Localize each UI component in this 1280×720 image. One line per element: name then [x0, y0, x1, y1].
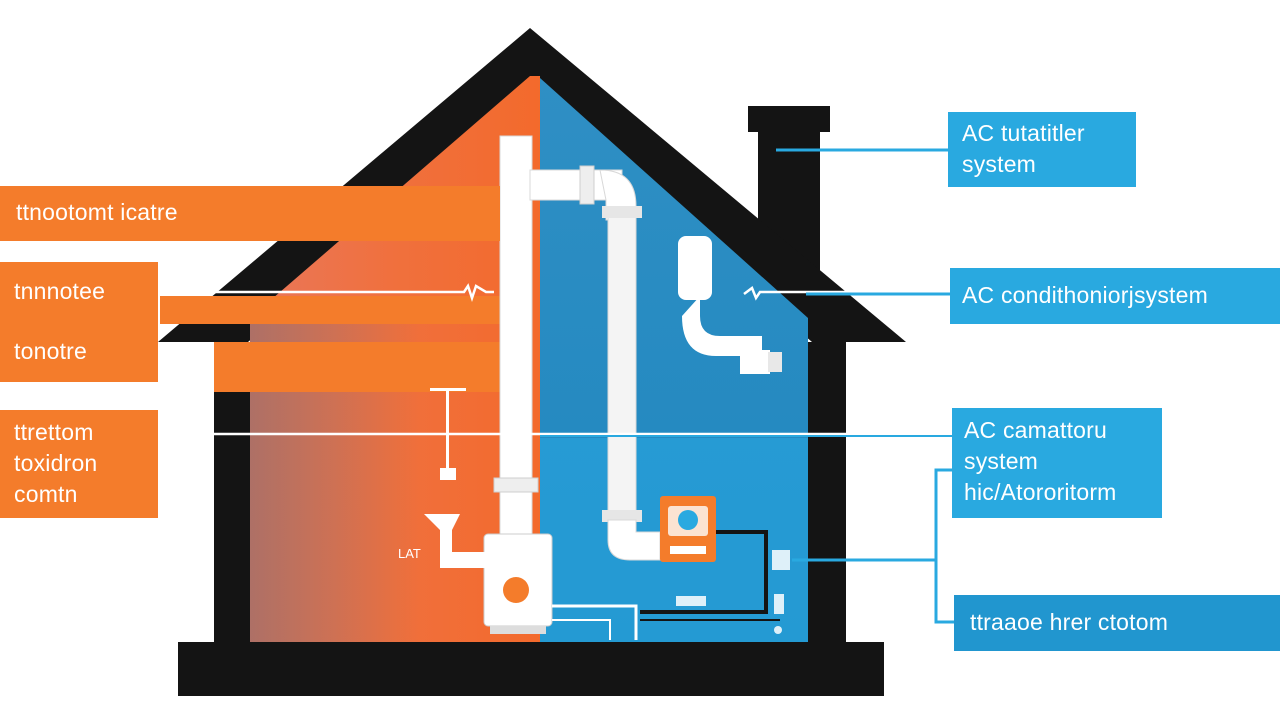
vent-cap [768, 352, 782, 372]
left-label-4: ttrettom toxidron comtn [0, 410, 158, 518]
wall-vent [678, 236, 712, 300]
warm-zone-shade [250, 318, 420, 642]
warm-band-lower [214, 342, 500, 392]
damper-pipe [430, 388, 466, 391]
right-label-3: AC camattoru system hic/Atororitorm [952, 408, 1162, 518]
left-label-1-line-1: ttnootomt icatre [16, 199, 178, 225]
right-label-4: ttraaoe hrer ctotom [954, 595, 1280, 651]
sensor-b [774, 594, 784, 614]
connector-right-2 [743, 286, 950, 301]
damper-stem [446, 390, 449, 470]
drain-funnel [424, 514, 486, 568]
right-label-3-line-1: AC camattoru [964, 417, 1108, 443]
connector-right-3 [934, 468, 954, 624]
return-duct-joint [602, 206, 642, 218]
left-label-4-line-3: comtn [14, 481, 78, 507]
wire-bottom-a [552, 604, 638, 640]
right-label-3-line-3: hic/Atororitorm [964, 479, 1117, 505]
left-label-4-line-2: toxidron [14, 450, 98, 476]
return-duct [607, 207, 637, 529]
right-label-1-line-1: AC tutatitler [962, 120, 1085, 146]
controller-dial [678, 510, 698, 530]
small-label-lat: LAT [398, 546, 421, 561]
wire-bottom-b [552, 619, 611, 640]
right-label-2-line-1: AC condithoniorjsystem [962, 282, 1209, 308]
right-label-2: AC condithoniorjsystem [950, 268, 1280, 324]
sensor-a [772, 550, 790, 570]
controller-display [670, 546, 706, 554]
connector-left-2 [160, 283, 494, 302]
return-duct-joint-low [602, 510, 642, 522]
house-wall-right [808, 342, 846, 650]
main-duct-joint [493, 477, 539, 493]
left-label-3-line-1: tonotre [14, 338, 88, 364]
right-label-1: AC tutatitler system [948, 112, 1136, 187]
warm-band-upper [160, 296, 500, 324]
return-elbow [607, 519, 661, 561]
right-label-4-line-1: ttraaoe hrer ctotom [970, 609, 1169, 635]
vent-nozzle [740, 350, 770, 374]
left-label-1: ttnootomt icatre [0, 186, 500, 241]
right-label-1-line-2: system [962, 151, 1037, 177]
supply-duct-joint [579, 165, 595, 205]
vent-pipe [682, 296, 762, 356]
wire-control [640, 530, 768, 614]
house-wall-left [214, 342, 252, 650]
house-floor [178, 642, 884, 696]
left-label-4-line-1: ttrettom [14, 419, 94, 445]
damper-valve [440, 468, 456, 480]
left-label-2-line-1: tnnnotee [14, 278, 106, 304]
right-label-3-line-2: system [964, 448, 1039, 474]
furnace-burner [503, 577, 529, 603]
sensor-c [774, 626, 782, 634]
left-label-3: tonotre [0, 324, 158, 382]
furnace-base [490, 626, 546, 634]
left-label-2: tnnnotee [0, 262, 158, 324]
wire-terminal [676, 596, 706, 606]
